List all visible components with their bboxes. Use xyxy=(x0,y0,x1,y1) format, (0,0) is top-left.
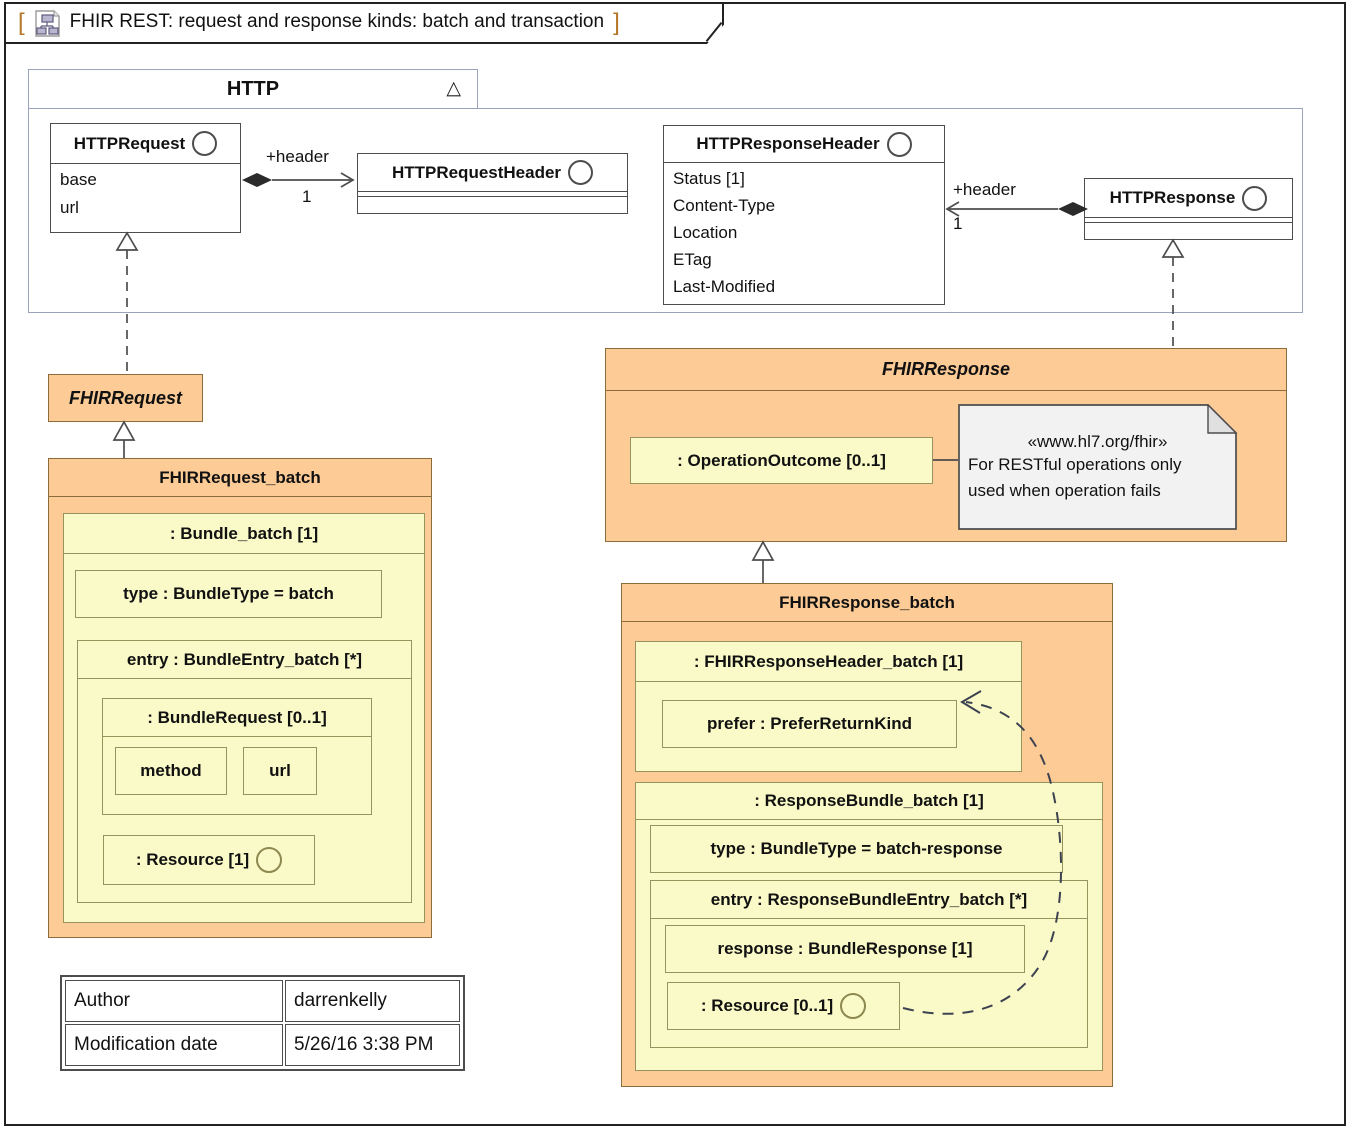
part-label: : BundleRequest [0..1] xyxy=(147,707,327,727)
class-title: HTTPResponseHeader xyxy=(696,134,880,153)
part-label: entry : BundleEntry_batch [*] xyxy=(126,649,363,669)
part-label: prefer : PreferReturnKind xyxy=(707,714,912,733)
interface-circle-icon xyxy=(1242,185,1268,211)
attribute: Content-Type xyxy=(673,196,776,215)
association-multiplicity: 1 xyxy=(953,214,963,233)
class-httpresponse[interactable]: HTTPResponse xyxy=(1084,178,1293,240)
table-cell-author-value: darrenkelly xyxy=(285,980,460,1022)
class-title: HTTPResponse xyxy=(1109,188,1236,207)
attribute: base xyxy=(60,170,97,189)
part-operationoutcome[interactable]: : OperationOutcome [0..1] xyxy=(630,437,933,484)
part-resource-response[interactable]: : Resource [0..1] xyxy=(667,982,900,1030)
interface-circle-icon xyxy=(840,993,867,1019)
http-package-header[interactable]: HTTP △ xyxy=(28,69,478,109)
interface-circle-icon xyxy=(886,131,912,157)
part-bundlerequest[interactable]: : BundleRequest [0..1] xyxy=(102,698,372,815)
class-title: FHIRResponse_batch xyxy=(779,592,955,612)
part-bundleresponse[interactable]: response : BundleResponse [1] xyxy=(665,925,1025,973)
attribute: Last-Modified xyxy=(673,277,776,296)
attribute: ETag xyxy=(673,250,712,269)
part-label: : FHIRResponseHeader_batch [1] xyxy=(693,651,964,671)
close-bracket: ] xyxy=(613,9,620,36)
class-title: FHIRResponse xyxy=(881,359,1011,379)
class-title: HTTPRequest xyxy=(73,133,186,153)
part-label: : Resource [1] xyxy=(135,850,250,869)
package-triangle-marker: △ xyxy=(446,78,461,99)
open-bracket: [ xyxy=(18,9,25,36)
annotation-note[interactable]: «www.hl7.org/fhir» For RESTful operation… xyxy=(958,404,1237,530)
table-cell-moddate-key: Modification date xyxy=(65,1024,283,1066)
part-label: type : BundleType = batch xyxy=(123,584,334,603)
association-multiplicity: 1 xyxy=(302,187,312,206)
part-label: : Resource [0..1] xyxy=(700,996,834,1015)
class-fhirrequest[interactable]: FHIRRequest xyxy=(48,374,203,422)
diagram-title: FHIR REST: request and response kinds: b… xyxy=(69,11,605,32)
part-label: url xyxy=(269,761,291,780)
package-name: HTTP xyxy=(226,77,280,100)
diagram-title-tab[interactable]: [ FHIR REST: request and response kinds:… xyxy=(4,2,724,44)
interface-circle-icon xyxy=(568,160,594,185)
part-label: : Bundle_batch [1] xyxy=(169,523,319,543)
part-label: : OperationOutcome [0..1] xyxy=(677,450,886,470)
class-title: FHIRRequest_batch xyxy=(159,467,321,487)
part-label: : ResponseBundle_batch [1] xyxy=(754,791,984,810)
diagram-icon xyxy=(34,10,61,37)
attribute: Status [1] xyxy=(673,169,745,188)
part-label: type : BundleType = batch-response xyxy=(710,839,1003,858)
association-role-label: +header xyxy=(266,147,329,166)
part-prefer[interactable]: prefer : PreferReturnKind xyxy=(662,700,957,748)
part-responsebundle-type[interactable]: type : BundleType = batch-response xyxy=(650,825,1063,873)
class-title: HTTPRequestHeader xyxy=(391,162,562,182)
part-method[interactable]: method xyxy=(115,747,227,795)
part-label: method xyxy=(140,761,202,780)
attribute: url xyxy=(60,198,79,217)
interface-circle-icon xyxy=(256,847,283,873)
attribute: Location xyxy=(673,223,738,242)
author-table[interactable]: Author darrenkelly Modification date 5/2… xyxy=(60,975,465,1071)
part-label: entry : ResponseBundleEntry_batch [*] xyxy=(710,889,1028,909)
class-httprequest[interactable]: HTTPRequest base url xyxy=(50,123,241,233)
note-stereotype: «www.hl7.org/fhir» xyxy=(1027,432,1168,451)
class-httpresponseheader[interactable]: HTTPResponseHeader Status [1] Content-Ty… xyxy=(663,125,945,305)
note-text-line: used when operation fails xyxy=(968,481,1161,500)
part-url[interactable]: url xyxy=(243,747,317,795)
interface-circle-icon xyxy=(192,131,218,156)
table-cell-moddate-value: 5/26/16 3:38 PM xyxy=(285,1024,460,1066)
table-cell-author-key: Author xyxy=(65,980,283,1022)
part-resource[interactable]: : Resource [1] xyxy=(103,835,315,885)
class-httprequestheader[interactable]: HTTPRequestHeader xyxy=(357,153,628,214)
part-bundle-type[interactable]: type : BundleType = batch xyxy=(75,570,382,618)
part-label: response : BundleResponse [1] xyxy=(717,939,973,958)
association-role-label: +header xyxy=(953,180,1016,199)
class-title: FHIRRequest xyxy=(68,387,182,408)
note-text-line: For RESTful operations only xyxy=(968,455,1182,474)
